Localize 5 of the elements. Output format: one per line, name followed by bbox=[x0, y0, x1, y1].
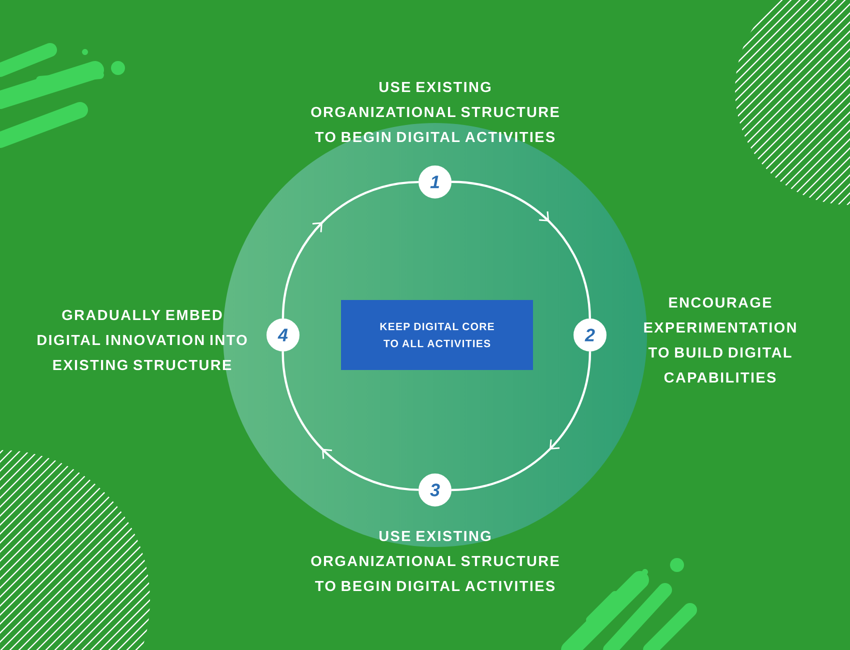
step-caption: USE EXISTING ORGANIZATIONAL STRUCTURE TO BEGIN DIGITAL ACTIVITIES bbox=[311, 82, 559, 142]
step-caption: GRADUALLY EMBED DIGITAL INNOVATION INTO EXISTING STRUCTURE bbox=[38, 310, 247, 370]
step-caption: USE EXISTING ORGANIZATIONAL STRUCTURE TO BEGIN DIGITAL ACTIVITIES bbox=[311, 530, 559, 592]
step-caption: ENCOURAGE EXPERIMENTATION TO BUILD DIGITAL CAPABILITIES bbox=[644, 297, 796, 383]
core-box: KEEP DIGITAL CORE TO ALL ACTIVITIES bbox=[341, 300, 533, 370]
